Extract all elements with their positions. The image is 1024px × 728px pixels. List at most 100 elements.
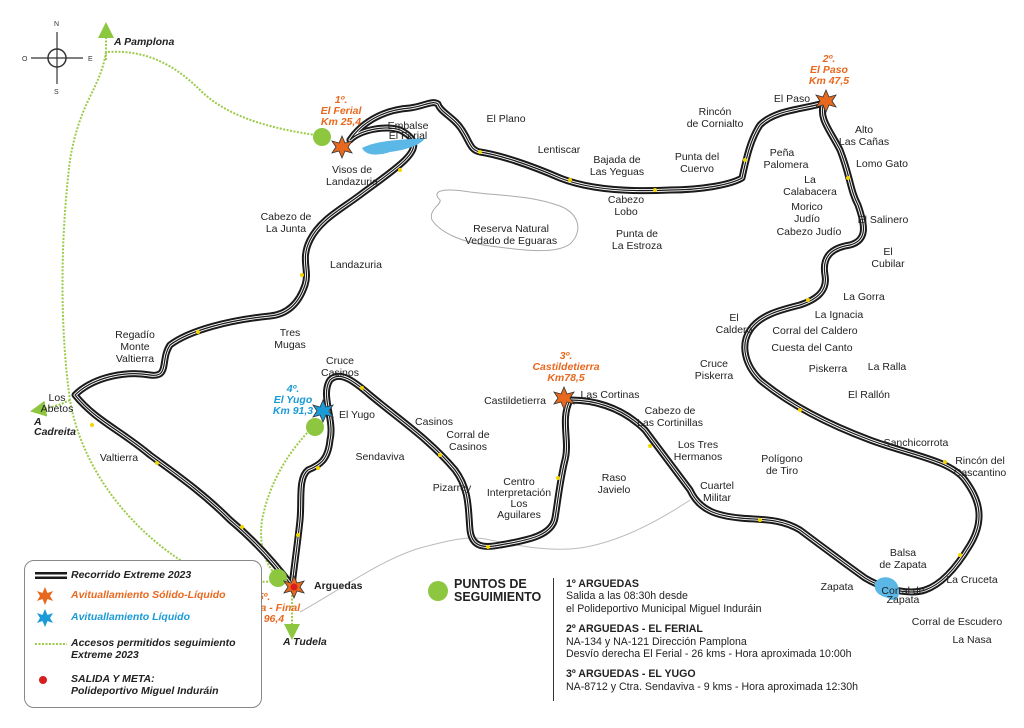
label-corral-zapata-2: Zapata [887,594,920,606]
puntos-line-1: PUNTOS DE [454,577,527,591]
label-arguedas: Arguedas [314,580,363,592]
reserve-area [430,189,579,252]
label-la-cruceta: La Cruceta [946,574,998,586]
label-centro-3: Los [511,498,528,510]
station-3-km: Km78,5 [547,372,585,384]
start-finish-icon [290,583,298,591]
label-cuartel-2: Militar [703,492,732,504]
legend-liquid: Avituallamiento Líquido [35,609,191,627]
orange-star-icon [37,587,53,605]
label-la-gorra: La Gorra [843,291,885,303]
label-a-cadreita-1: A [33,416,42,428]
label-los-abetos-2: Abetos [41,403,74,415]
label-poligono-1: Polígono [761,453,803,465]
label-corral-casinos-2: Casinos [449,441,487,453]
station-4-km: Km 91,3 [273,405,313,417]
label-calabacera-2: Calabacera [783,186,837,198]
label-poligono-2: de Tiro [766,465,798,477]
label-alto-2: Las Cañas [839,136,889,148]
label-cruce-casinos-2: Casinos [321,367,359,379]
label-rincon-cornialto-1: Rincón [699,106,732,118]
compass-o: O [22,56,28,63]
station-4-name: El Yugo [274,394,313,406]
label-embalse-2: El Ferial [389,130,428,142]
label-regadio-3: Valtierra [116,353,154,365]
legend-access: Accesos permitidos seguimiento Extreme 2… [35,637,236,661]
label-landazuria: Landazuria [330,259,382,271]
station-3-num: 3º. [560,350,573,362]
label-punta-cuervo-1: Punta del [675,151,719,163]
label-centro-2: Interpretación [487,487,551,499]
label-reserva-2: Vedado de Eguaras [465,235,557,247]
label-cabezo-cort-1: Cabezo de [645,405,696,417]
label-punta-estroza-1: Punta de [616,228,658,240]
compass-e: E [88,56,93,63]
compass-s: S [54,89,59,96]
label-sanchicorrota: Sanchicorrota [884,437,949,449]
label-el-yugo: El Yugo [339,409,375,421]
label-balsa-1: Balsa [890,547,916,559]
label-cuesta-canto: Cuesta del Canto [771,342,852,354]
info-3-line-1: NA-8712 y Ctra. Sendaviva - 9 kms - Hora… [566,680,859,693]
legend-start: SALIDA Y META: Polideportivo Miguel Indu… [35,673,219,697]
info-2-title: 2º ARGUEDAS - EL FERIAL [566,623,703,636]
label-sendaviva: Sendaviva [355,451,404,463]
puntos-line-2: SEGUIMIENTO [454,590,542,604]
legend-start-label-2: Polideportivo Miguel Induráin [71,685,219,697]
label-cabezo-cort-2: Las Cortinillas [637,417,703,429]
label-cuartel-1: Cuartel [700,480,734,492]
aid-station-arguedas-icon [283,574,305,600]
aid-station-el-paso-icon [815,88,837,114]
legend-solid: Avituallamiento Sólido-Líquido [35,587,226,605]
label-casinos: Casinos [415,416,453,428]
tracking-point-icon [428,581,448,601]
label-castildetierra: Castildetierra [484,395,546,407]
info-block-1: 1º ARGUEDAS Salida a las 08:30h desde el… [566,578,926,615]
label-el-caldero-1: El [729,312,738,324]
label-punta-estroza-2: La Estroza [612,240,662,252]
map-legend: Recorrido Extreme 2023 Avituallamiento S… [24,560,262,708]
label-calabacera-1: La [804,174,816,186]
station-1-name: El Ferial [321,105,363,117]
label-embalse-1: Embalse [388,120,429,132]
label-visos-1: Visos de [332,164,372,176]
label-tres-mugas-2: Mugas [274,339,306,351]
label-lentiscar: Lentiscar [538,144,581,156]
station-3-name: Castildetierra [532,361,599,373]
route-line-icon [35,572,67,579]
label-rincon-casc-2: Cascantino [954,467,1007,479]
label-bajada-2: Las Yeguas [590,166,644,178]
label-el-cubilar-2: Cubilar [871,258,905,270]
info-2-line-1: NA-134 y NA-121 Dirección Pamplona [566,635,747,648]
legend-access-label-1: Accesos permitidos seguimiento [71,637,236,649]
label-cabezo-lobo-1: Cabezo [608,194,644,206]
label-la-nasa: La Nasa [952,634,991,646]
label-el-salinero: El Salinero [858,214,909,226]
label-lomo-gato: Lomo Gato [856,158,908,170]
info-2-line-2: Desvío derecha El Ferial - 26 kms - Hora… [566,648,852,661]
aid-station-castildetierra-icon [553,385,575,411]
compass-n: N [54,21,59,28]
label-el-paso: El Paso [774,93,810,105]
aid-station-el-yugo-icon [312,398,334,424]
label-morico-2: Judío [794,213,820,225]
label-el-cubilar-1: El [883,246,892,258]
label-bajada-1: Bajada de [593,154,640,166]
start-dot-icon [39,676,47,684]
label-pena-2: Palomera [764,159,809,171]
label-raso-2: Javielo [598,484,631,496]
label-la-ignacia: La Ignacia [815,309,864,321]
label-las-cortinas: Las Cortinas [581,389,640,401]
label-regadio-2: Monte [120,341,149,353]
aid-station-el-ferial-icon [331,134,353,160]
label-cruce-casinos-1: Cruce [326,355,354,367]
label-cabezo-junta-2: La Junta [266,223,306,235]
legend-liquid-label: Avituallamiento Líquido [71,611,191,623]
label-pizarrey: Pizarrey [433,482,472,494]
label-punta-cuervo-2: Cuervo [680,163,714,175]
label-los-abetos-1: Los [49,392,66,404]
legend-route-label: Recorrido Extreme 2023 [71,569,192,581]
route-line [71,99,983,596]
label-cruce-piskerra-2: Piskerra [695,370,734,382]
